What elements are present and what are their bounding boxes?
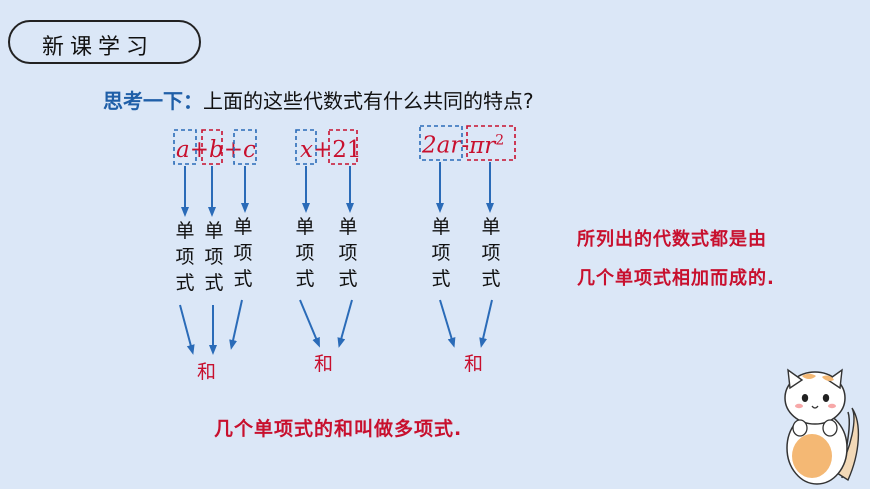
monomial-label: 单项式 — [233, 216, 253, 291]
cat-mascot-icon — [784, 368, 860, 485]
exponent: 2 — [495, 132, 505, 148]
expression-3: 2ar-πr2 — [422, 132, 504, 159]
monomial-label: 单项式 — [338, 216, 358, 291]
term-box-blue — [173, 129, 197, 165]
plus-sign: + — [189, 137, 209, 163]
monomial-label: 单项式 — [431, 216, 451, 291]
arrow — [299, 299, 320, 348]
term-pi-r-squared: πr2 — [469, 132, 505, 159]
term-box-red — [201, 129, 223, 165]
monomial-label: 单项式 — [481, 216, 501, 291]
term-pi-r: πr — [469, 132, 496, 159]
polynomial-definition: 几个单项式的和叫做多项式. — [214, 418, 463, 440]
sum-label: 和 — [314, 353, 334, 375]
term-box-blue — [233, 129, 257, 165]
monomial-label: 单项式 — [175, 220, 195, 295]
term-2ar: 2ar — [422, 132, 462, 159]
sum-label: 和 — [197, 361, 217, 383]
term-box-red — [328, 129, 358, 165]
section-title: 新课学习 — [42, 35, 155, 60]
monomial-label: 单项式 — [204, 220, 224, 295]
arrow — [479, 299, 493, 348]
note-line-2: 几个单项式相加而成的. — [577, 268, 775, 289]
sum-label: 和 — [464, 353, 484, 375]
section-title-pill — [8, 20, 201, 64]
minus-sign: - — [461, 132, 470, 159]
term-c: c — [243, 137, 256, 163]
term-a: a — [176, 137, 190, 163]
arrow — [337, 299, 353, 348]
arrow — [179, 304, 195, 355]
term-box-blue — [419, 125, 463, 161]
expression-1: a+b+c — [176, 137, 256, 163]
arrow — [439, 299, 456, 348]
question-line: 思考一下：上面的这些代数式有什么共同的特点? — [103, 85, 534, 114]
plus-sign: + — [312, 137, 333, 163]
question-text: 上面的这些代数式有什么共同的特点? — [203, 89, 534, 113]
term-box-red — [466, 125, 516, 161]
term-x: x — [300, 137, 313, 163]
monomial-label: 单项式 — [295, 216, 315, 291]
question-lead: 思考一下： — [103, 89, 203, 113]
expression-2: x+21 — [300, 137, 362, 163]
term-box-blue — [295, 129, 317, 165]
term-b: b — [209, 137, 224, 163]
arrow — [229, 299, 243, 350]
note-line-1: 所列出的代数式都是由 — [577, 229, 767, 250]
